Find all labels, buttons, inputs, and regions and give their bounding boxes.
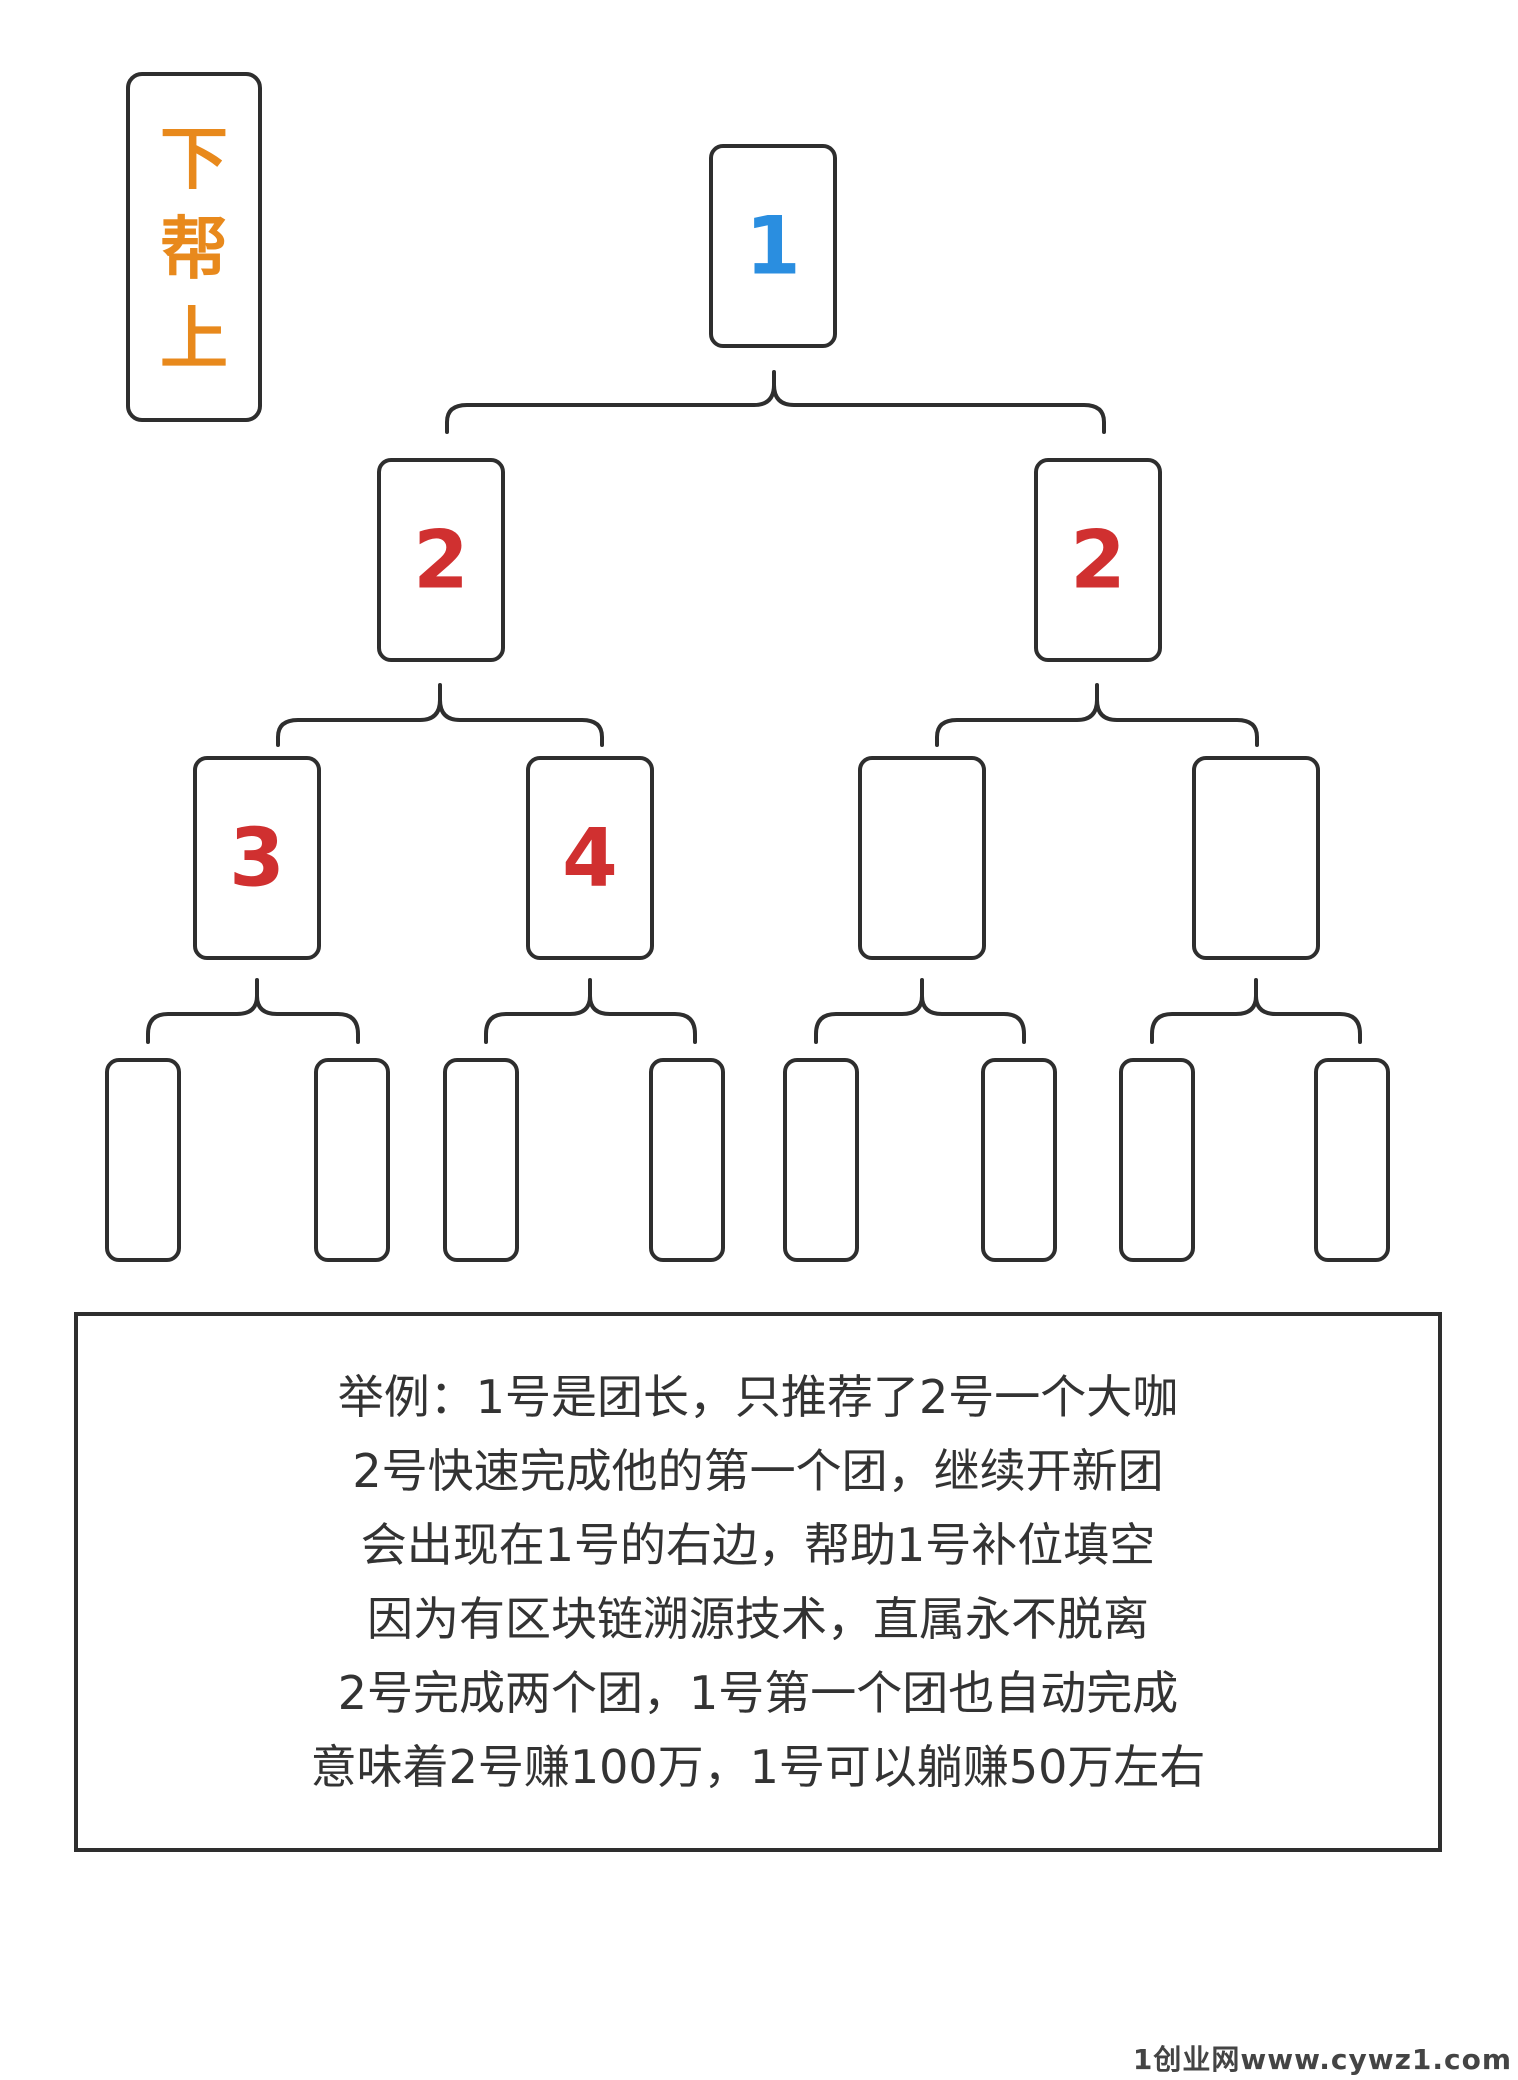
brace-n5 (814, 978, 1026, 1044)
example-line-6: 意味着2号赚100万，1号可以躺赚50万左右 (310, 1740, 1206, 1794)
brace-n3 (146, 978, 360, 1044)
side-label-group: 下 帮 上 (126, 72, 262, 422)
side-label-char-3: 上 (160, 301, 228, 380)
tree-node-box-n10 (649, 1058, 725, 1262)
example-line-2: 2号快速完成他的第一个团，继续开新团 (352, 1444, 1164, 1498)
example-line-5: 2号完成两个团，1号第一个团也自动完成 (337, 1666, 1179, 1720)
tree-node-box-n7 (105, 1058, 181, 1262)
example-line-1: 举例：1号是团长，只推荐了2号一个大咖 (337, 1370, 1179, 1424)
tree-node-box-n1 (377, 458, 505, 662)
brace-n0 (445, 370, 1106, 434)
brace-n6 (1150, 978, 1362, 1044)
tree-node-label-n3: 3 (229, 812, 285, 905)
tree-nodes: 1 2 2 3 4 (105, 144, 1390, 1262)
tree-node-box-n4 (526, 756, 654, 960)
tree-node-box-n12 (981, 1058, 1057, 1262)
tree-braces (146, 370, 1362, 1044)
tree-node-box-n5 (858, 756, 986, 960)
tree-node-label-n1: 2 (413, 514, 469, 607)
side-label-char-1: 下 (160, 121, 228, 200)
side-label-box (126, 72, 262, 422)
tree-node-box-n0 (709, 144, 837, 348)
tree-node-box-n3 (193, 756, 321, 960)
tree-node-label-n4: 4 (562, 812, 618, 905)
tree-node-box-n9 (443, 1058, 519, 1262)
watermark: 1创业网www.cywz1.com (1132, 2043, 1512, 2076)
example-line-3: 会出现在1号的右边，帮助1号补位填空 (360, 1518, 1156, 1572)
side-label-char-2: 帮 (160, 211, 228, 290)
tree-node-box-n11 (783, 1058, 859, 1262)
tree-node-box-n6 (1192, 756, 1320, 960)
tree-node-label-n2: 2 (1070, 514, 1126, 607)
brace-n4 (484, 978, 697, 1044)
brace-n2 (935, 683, 1259, 747)
tree-node-box-n13 (1119, 1058, 1195, 1262)
tree-node-box-n14 (1314, 1058, 1390, 1262)
example-panel: 举例：1号是团长，只推荐了2号一个大咖 2号快速完成他的第一个团，继续开新团 会… (74, 1312, 1442, 1852)
tree-node-box-n2 (1034, 458, 1162, 662)
tree-node-label-n0: 1 (745, 200, 801, 293)
example-line-4: 因为有区块链溯源技术，直属永不脱离 (367, 1592, 1149, 1646)
tree-node-box-n8 (314, 1058, 390, 1262)
brace-n1 (276, 683, 604, 747)
